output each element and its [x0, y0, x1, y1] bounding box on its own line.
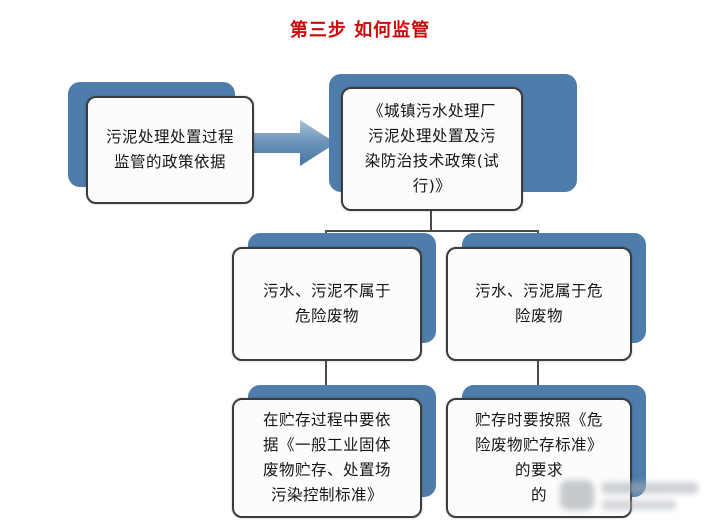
connector-top-vertical — [430, 209, 432, 232]
connector-left-vertical — [325, 359, 327, 399]
node-text-line: 污泥处理处置及污 — [367, 127, 496, 145]
node-box: 污水、污泥属于危 险废物 — [446, 247, 632, 361]
watermark-text-blob — [602, 482, 698, 494]
watermark-logo-blob — [560, 480, 594, 510]
flow-arrow-right-icon — [252, 120, 336, 166]
watermark — [556, 470, 706, 520]
node-text-line: 危险废物 — [294, 307, 359, 325]
connector-right-vertical — [537, 359, 539, 399]
node-text-line: 监管的政策依据 — [113, 153, 226, 171]
node-text-line: 据《一般工业固体 — [262, 436, 391, 454]
node-text-line: 行)》 — [412, 177, 452, 195]
node-text-line: 险废物贮存标准》 — [474, 436, 603, 454]
node-box: 贮存时要按照《危 险废物贮存标准》 的要求 的 — [446, 398, 632, 518]
node-text-line: 污水、污泥属于危 — [474, 282, 603, 300]
node-box: 污水、污泥不属于 危险废物 — [232, 247, 422, 361]
node-text-line: 《城镇污水处理厂 — [367, 102, 496, 120]
node-text-line: 污水、污泥不属于 — [262, 282, 391, 300]
node-text-line: 染防治技术政策(试 — [364, 152, 500, 170]
node-text-line: 的要求 — [514, 461, 563, 479]
node-text-line: 贮存时要按照《危 — [474, 411, 603, 429]
watermark-text-blob — [602, 500, 676, 510]
node-text-line: 的 — [530, 486, 547, 504]
node-text-line: 污泥处理处置过程 — [105, 128, 234, 146]
node-text-line: 在贮存过程中要依 — [262, 411, 391, 429]
node-text-line: 险废物 — [514, 307, 563, 325]
page-title: 第三步 如何监管 — [289, 20, 431, 41]
node-text-line: 污染控制标准》 — [270, 486, 383, 504]
node-box: 在贮存过程中要依 据《一般工业固体 废物贮存、处置场 污染控制标准》 — [232, 398, 422, 518]
node-box: 《城镇污水处理厂 污泥处理处置及污 染防治技术政策(试 行)》 — [341, 87, 523, 211]
connector-horizontal — [325, 230, 539, 232]
node-text-line: 废物贮存、处置场 — [262, 461, 391, 479]
node-box: 污泥处理处置过程 监管的政策依据 — [86, 96, 254, 204]
